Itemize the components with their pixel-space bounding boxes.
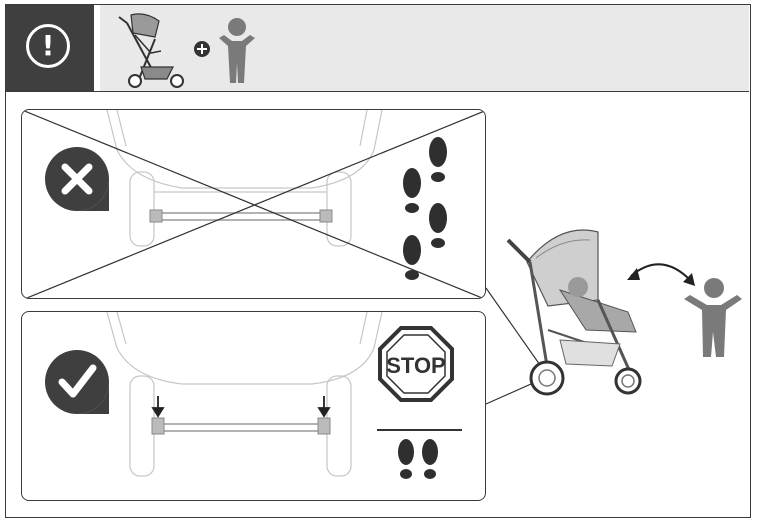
brake-pedal-left — [151, 417, 165, 435]
brake-bar — [151, 212, 331, 221]
feet-standing-icon — [398, 439, 438, 479]
correct-usage-drawing: STOP — [45, 312, 462, 479]
exclamation-warning-icon: ! — [41, 29, 55, 62]
plus-icon — [194, 41, 210, 57]
press-down-arrows — [151, 396, 331, 418]
header-symbols — [118, 13, 255, 88]
child-icon — [219, 18, 255, 83]
warning-ring — [26, 24, 70, 68]
correct-usage-panel: STOP — [21, 311, 486, 501]
brake-pedal-right — [317, 417, 331, 435]
cross-circle-icon — [45, 147, 109, 211]
stroller-rear-outline — [106, 110, 383, 247]
stroller-icon — [118, 13, 184, 88]
brake-bar — [157, 423, 325, 432]
wrong-usage-drawing — [22, 110, 485, 298]
header-bar: ! — [6, 5, 749, 92]
brake-pedal-right — [319, 209, 333, 223]
check-circle-icon — [45, 350, 109, 414]
stroller-rear-outline — [106, 312, 383, 477]
stop-sign-text: STOP — [386, 353, 446, 378]
stop-sign-icon: STOP — [378, 326, 454, 402]
instruction-frame: ! — [5, 4, 751, 518]
brake-pedal-left — [149, 209, 163, 223]
warning-box: ! — [6, 5, 94, 91]
header-separator — [94, 5, 100, 91]
wrong-usage-panel — [21, 109, 486, 299]
footprints-walking-icon — [403, 137, 447, 280]
cross-out-lines — [22, 110, 485, 298]
